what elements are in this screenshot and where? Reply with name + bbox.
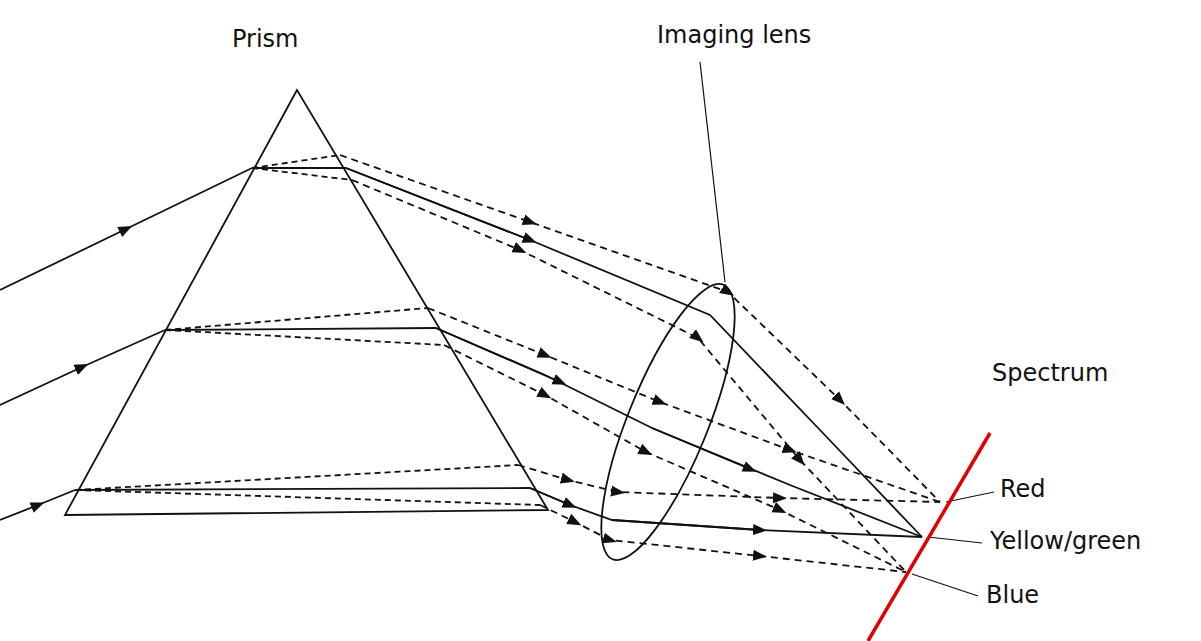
blue-label: Blue: [986, 582, 1039, 608]
lens-label: Imaging lens: [657, 22, 811, 48]
imaging-lens: [575, 270, 760, 574]
prism-label: Prism: [232, 26, 298, 52]
red-label: Red: [1000, 476, 1046, 502]
spectrum-label: Spectrum: [992, 360, 1108, 386]
yellow-green-label: Yellow/green: [990, 528, 1141, 554]
spectrum-plane: [868, 433, 990, 641]
prism: [65, 90, 548, 515]
